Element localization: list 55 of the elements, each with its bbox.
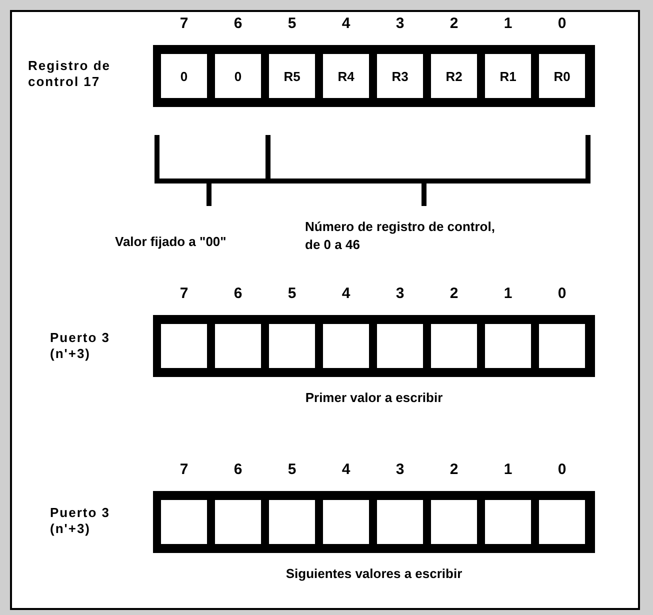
register-label: Puerto 3 (n'+3) [50, 505, 112, 537]
bit-cell [323, 500, 369, 544]
bit-number: 5 [286, 15, 298, 32]
bit-number: 0 [556, 461, 568, 478]
bit-cell [377, 500, 423, 544]
bit-number: 0 [556, 15, 568, 32]
bit-number: 2 [448, 285, 460, 302]
bracket-label: Número de registro de control, de 0 a 46 [305, 218, 496, 254]
register-label: Registro de control 17 [28, 58, 112, 90]
bit-number: 1 [502, 15, 514, 32]
bit-cell [377, 324, 423, 368]
bit-cell: R4 [323, 54, 369, 98]
bit-cell [431, 324, 477, 368]
bit-cell: R0 [539, 54, 585, 98]
bit-number: 4 [340, 461, 352, 478]
bit-cell: R3 [377, 54, 423, 98]
bit-cell [539, 500, 585, 544]
bit-number: 5 [286, 285, 298, 302]
register-description: Primer valor a escribir [304, 390, 444, 405]
bit-number: 4 [340, 15, 352, 32]
bit-cell [539, 324, 585, 368]
bit-cell [161, 324, 207, 368]
bit-number: 4 [340, 285, 352, 302]
bit-number: 2 [448, 15, 460, 32]
bit-number: 1 [502, 285, 514, 302]
bit-cell [485, 324, 531, 368]
bit-number: 5 [286, 461, 298, 478]
bit-number: 3 [394, 285, 406, 302]
register-description: Siguientes valores a escribir [284, 566, 464, 581]
bit-number: 3 [394, 461, 406, 478]
bit-number: 6 [232, 285, 244, 302]
bit-cell: R2 [431, 54, 477, 98]
bit-number: 1 [502, 461, 514, 478]
bracket-label: Valor fijado a "00" [115, 234, 226, 249]
bit-number: 6 [232, 461, 244, 478]
bit-cell [215, 324, 261, 368]
bit-cell [161, 500, 207, 544]
bit-number: 6 [232, 15, 244, 32]
bit-number: 7 [178, 285, 190, 302]
bit-cell: 0 [215, 54, 261, 98]
bit-cell [269, 500, 315, 544]
bit-cell [431, 500, 477, 544]
bit-cell: 0 [161, 54, 207, 98]
register-label: Puerto 3 (n'+3) [50, 330, 112, 362]
bit-cell: R5 [269, 54, 315, 98]
bit-number: 0 [556, 285, 568, 302]
bit-cell [215, 500, 261, 544]
bit-number: 2 [448, 461, 460, 478]
bit-number: 7 [178, 461, 190, 478]
bit-number: 7 [178, 15, 190, 32]
bit-cell [323, 324, 369, 368]
bit-number: 3 [394, 15, 406, 32]
bit-cell [269, 324, 315, 368]
bit-cell [485, 500, 531, 544]
bit-cell: R1 [485, 54, 531, 98]
